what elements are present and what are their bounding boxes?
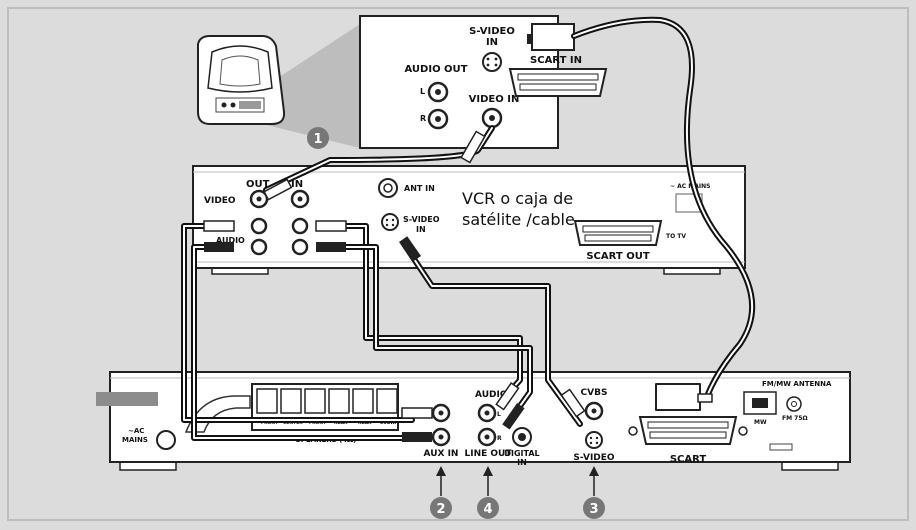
vcr-title-line2: satélite /cable	[462, 210, 575, 229]
tv-scart-in-label: SCART IN	[530, 55, 582, 66]
line-out-label: LINE OUT	[465, 449, 513, 459]
vcr-audio-label: AUDIO	[216, 236, 245, 245]
tv-audio-l-label: L	[420, 87, 425, 96]
vcr-ac-mains-label: ~ AC MAINS	[670, 183, 710, 190]
receiver-ac-label: ~AC	[128, 427, 144, 435]
step-1-number: 1	[313, 132, 322, 147]
receiver-grey-bar	[96, 392, 158, 406]
tv-audio-out-label: AUDIO OUT	[405, 64, 468, 75]
cvbs-label: CVBS	[581, 388, 608, 398]
vcr-audio-in-l-jack	[291, 217, 309, 235]
vcr-ant-in-label: ANT IN	[404, 184, 435, 193]
receiver-scart-socket	[638, 416, 738, 445]
receiver-scart-label: SCART	[670, 454, 707, 465]
digital-label: DIGITAL	[504, 449, 539, 458]
vcr-out-label: OUT	[246, 179, 270, 190]
antenna-label: FM/MW ANTENNA	[762, 380, 832, 388]
receiver-scart-plug	[655, 383, 701, 411]
vcr-to-tv-label: TO TV	[666, 233, 686, 240]
vcr-audio-l-jack	[250, 217, 268, 235]
vcr-scart-socket	[573, 220, 663, 246]
step-1-marker: 1	[307, 127, 329, 149]
vcr-svideo-label: S-VIDEO	[403, 215, 440, 224]
receiver-audio-label: AUDIO	[475, 390, 508, 400]
tv-audio-r-label: R	[420, 114, 426, 123]
tv-svideo-in-label: IN	[486, 37, 498, 48]
tv-scart-plug	[531, 23, 575, 51]
step-3-number: 3	[589, 502, 598, 517]
receiver-svideo-jack	[585, 431, 603, 449]
receiver-mains-label: MAINS	[122, 436, 148, 444]
step-2-number: 2	[436, 502, 445, 517]
fm-label: FM 75Ω	[782, 415, 808, 422]
step-4-number: 4	[483, 502, 492, 517]
step-4-marker: 4	[477, 466, 499, 519]
tv-svideo-jack	[482, 52, 502, 72]
step-2-marker: 2	[430, 466, 452, 519]
tv-video-in-label: VIDEO IN	[469, 94, 520, 105]
vcr-in-label: IN	[291, 179, 303, 190]
tv-rear-panel: S-VIDEO IN AUDIO OUT L R VIDEO IN SCART …	[359, 15, 608, 149]
vcr-audio-r-jack	[250, 238, 268, 256]
line-out-l-label: L	[497, 411, 501, 418]
vcr-title-line1: VCR o caja de	[462, 189, 573, 208]
vcr-svideo-in-label: IN	[416, 225, 426, 234]
vcr-scart-out-label: SCART OUT	[586, 251, 649, 262]
line-out-r-label: R	[497, 435, 502, 442]
receiver-ac-socket	[156, 430, 176, 450]
vcr-svideo-jack	[381, 213, 399, 231]
tv-set	[197, 24, 360, 148]
tv-scart-socket	[508, 68, 608, 97]
mw-label: MW	[754, 419, 767, 426]
vcr-audio-in-r-jack	[291, 238, 309, 256]
digital-in-label: IN	[517, 458, 527, 467]
tv-svideo-label: S-VIDEO	[469, 26, 515, 37]
vcr-video-label: VIDEO	[204, 196, 236, 206]
receiver-svideo-label: S-VIDEO	[573, 453, 614, 463]
plugs	[203, 130, 586, 442]
step-3-marker: 3	[583, 466, 605, 519]
aux-in-label: AUX IN	[424, 449, 459, 459]
vcr-box: OUT IN VIDEO AUDIO ANT IN S-VIDEO IN VCR…	[192, 165, 746, 275]
